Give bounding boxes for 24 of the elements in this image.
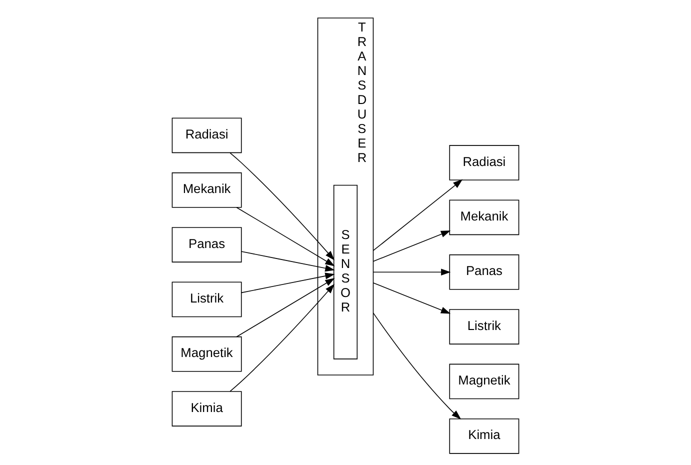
node-box: Panas [449,254,520,290]
arrow [241,272,335,294]
node-box: Mekanik [449,200,520,236]
arrow [372,312,462,420]
arrow [372,268,451,276]
node-box: Listrik [449,309,520,344]
node-box: Radiasi [449,145,520,180]
arrow [372,230,451,262]
node-box: Magnetik [449,364,520,400]
node-box: Radiasi [172,118,242,154]
node-box: Mekanik [172,172,242,208]
node-box: Kimia [172,391,242,426]
arrow [230,152,335,260]
node-box: Listrik [172,282,242,318]
arrow [236,278,335,338]
arrow [241,251,335,272]
node-box: Panas [172,227,242,262]
node-box: Magnetik [172,336,242,372]
node-box: Kimia [449,418,520,454]
node-box: SENSOR [333,184,358,360]
arrow [372,282,451,314]
arrow [372,179,463,252]
arrow [230,284,335,392]
arrow [236,207,335,266]
